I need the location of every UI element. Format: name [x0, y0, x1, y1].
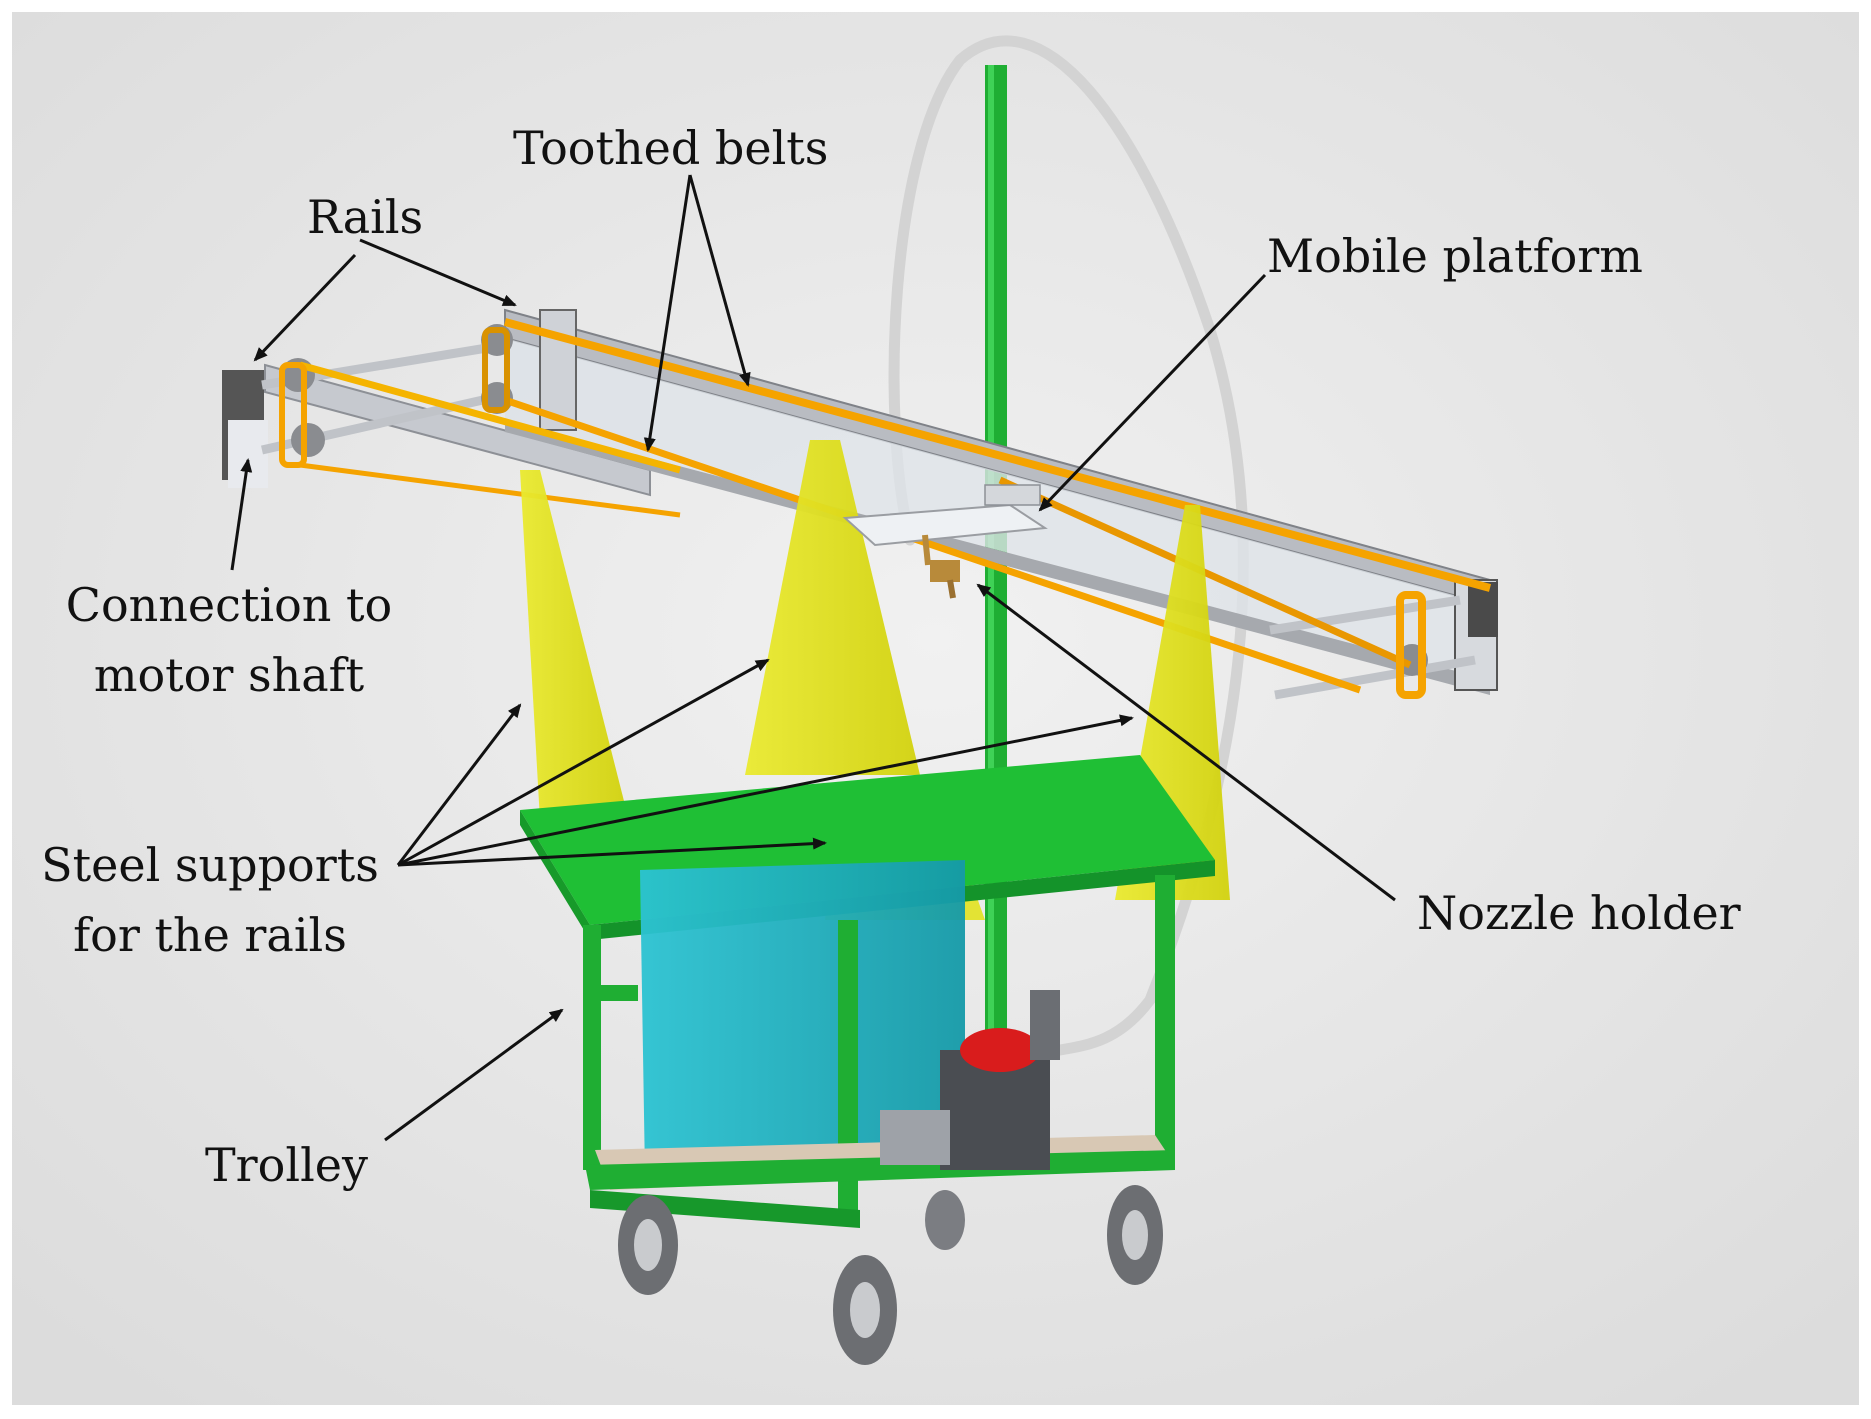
- cross-bar: [600, 985, 638, 1001]
- belt-left-upper: [299, 361, 681, 474]
- wheel-4: [925, 1190, 965, 1250]
- mobile-platform: [842, 503, 1048, 547]
- end-plate-left-light: [228, 420, 268, 488]
- platform-bracket: [984, 484, 1041, 506]
- leg-front-left: [583, 925, 601, 1170]
- nozzle-stem: [922, 534, 931, 566]
- wheel-2-hub: [850, 1282, 880, 1338]
- arrow-support-4: [397, 837, 827, 867]
- trolley-tray-edge: [520, 810, 590, 940]
- leg-front-right: [1155, 875, 1175, 1160]
- arrow-nozzle: [976, 583, 1396, 902]
- belt-left-lower: [299, 462, 681, 518]
- support-left: [520, 470, 625, 820]
- tank: [640, 860, 965, 1175]
- arrow-rails-left: [253, 253, 357, 362]
- belt-top: [503, 318, 1492, 592]
- shaft-4: [1274, 655, 1476, 700]
- arrow-support-1: [396, 703, 522, 866]
- label-steel-line2: for the rails: [73, 908, 347, 962]
- label-steel-line1: Steel supports: [41, 838, 379, 892]
- end-plate-right-dark: [1468, 582, 1498, 637]
- arrow-mobile-platform: [1038, 273, 1267, 512]
- label-rails: Rails: [307, 190, 424, 244]
- belt-loop-right: [1396, 591, 1426, 699]
- rail-main-lower: [505, 420, 1490, 695]
- label-mobile-platform: Mobile platform: [1267, 229, 1643, 283]
- label-connection-to-motor-shaft: Connection to motor shaft: [44, 570, 414, 710]
- leg-front-middle: [838, 920, 858, 1210]
- label-nozzle-holder: Nozzle holder: [1417, 886, 1741, 940]
- annotation-arrows: [230, 174, 1396, 1142]
- label-trolley: Trolley: [205, 1138, 368, 1192]
- arrow-trolley: [384, 1008, 564, 1142]
- pulley-2: [291, 423, 325, 457]
- arrow-connection: [230, 458, 253, 571]
- arrow-belts-2: [688, 174, 751, 387]
- shaft-3: [1269, 595, 1461, 635]
- support-middle: [745, 440, 920, 775]
- arrow-support-3: [397, 714, 1134, 867]
- label-connection-line1: Connection to: [65, 578, 393, 632]
- label-steel-supports: Steel supports for the rails: [30, 830, 390, 970]
- pump-fitting: [1030, 990, 1060, 1060]
- belt-loop-inner: [482, 327, 510, 413]
- label-toothed-belts: Toothed belts: [513, 121, 829, 175]
- wheel-3-hub: [1122, 1210, 1148, 1260]
- pump-motor: [880, 1110, 950, 1165]
- wheel-1-hub: [634, 1219, 662, 1271]
- arrow-rails-right: [359, 238, 517, 307]
- arrow-support-2: [397, 658, 770, 867]
- label-connection-line2: motor shaft: [93, 648, 365, 702]
- nozzle-tip: [947, 579, 956, 599]
- belt-loop-left: [279, 362, 307, 468]
- arrow-belts-1: [643, 174, 692, 452]
- nozzle-holder: [930, 560, 960, 582]
- pump-cap: [960, 1028, 1040, 1072]
